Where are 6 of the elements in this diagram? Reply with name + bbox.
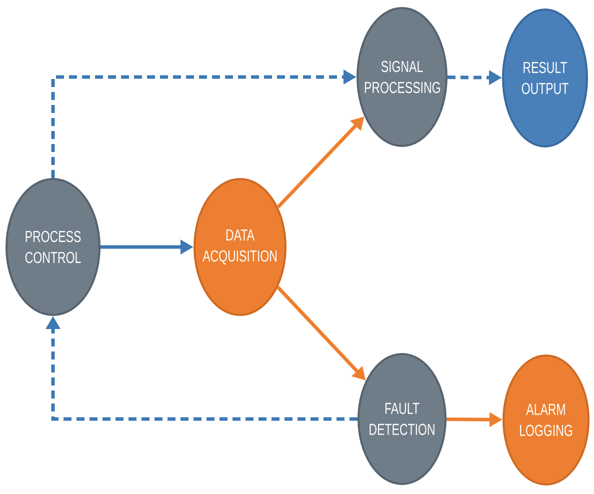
ellipse-node: PROCESS CONTROL <box>6 178 100 316</box>
ellipse-node: ALARM LOGGING <box>502 354 590 486</box>
ellipse-node: SIGNAL PROCESSING <box>356 7 448 147</box>
ellipse-node: DATA ACQUISITION <box>194 178 286 316</box>
ellipse-node: RESULT OUTPUT <box>502 8 588 148</box>
ellipse-node: FAULT DETECTION <box>358 352 446 485</box>
